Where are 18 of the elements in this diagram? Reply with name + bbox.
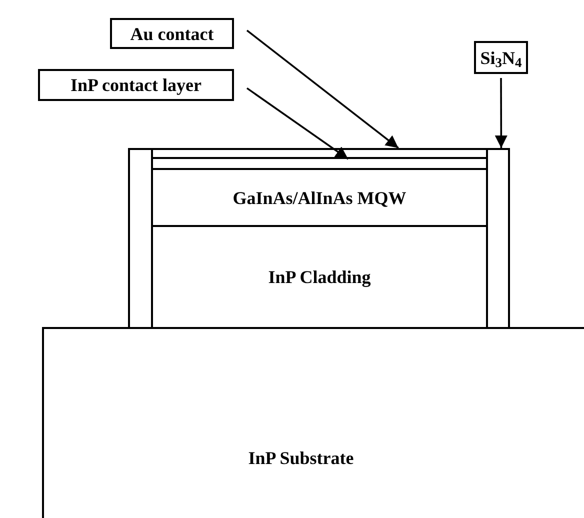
leader-arrow — [246, 87, 349, 160]
contact-layer — [151, 159, 488, 170]
callout-label: Au contact — [130, 24, 214, 42]
layer-label: InP Substrate — [248, 449, 354, 467]
contact-layer — [151, 148, 488, 159]
label-box — [110, 18, 234, 49]
leader-arrow — [494, 78, 508, 148]
callout-label: InP contact layer — [70, 76, 202, 94]
leader-arrow — [246, 30, 399, 149]
sidewall-layer — [488, 148, 510, 327]
callout-label: Si$_{3}$N$_{4}$ — [480, 48, 522, 66]
cladding-layer — [151, 227, 488, 327]
layer-label: GaInAs/AlInAs MQW — [232, 188, 406, 206]
label-box — [474, 41, 528, 74]
label-box — [38, 69, 234, 101]
sidewall-layer — [128, 148, 151, 327]
quantum-well-layer — [151, 170, 488, 227]
layer-label: InP Cladding — [268, 268, 371, 286]
